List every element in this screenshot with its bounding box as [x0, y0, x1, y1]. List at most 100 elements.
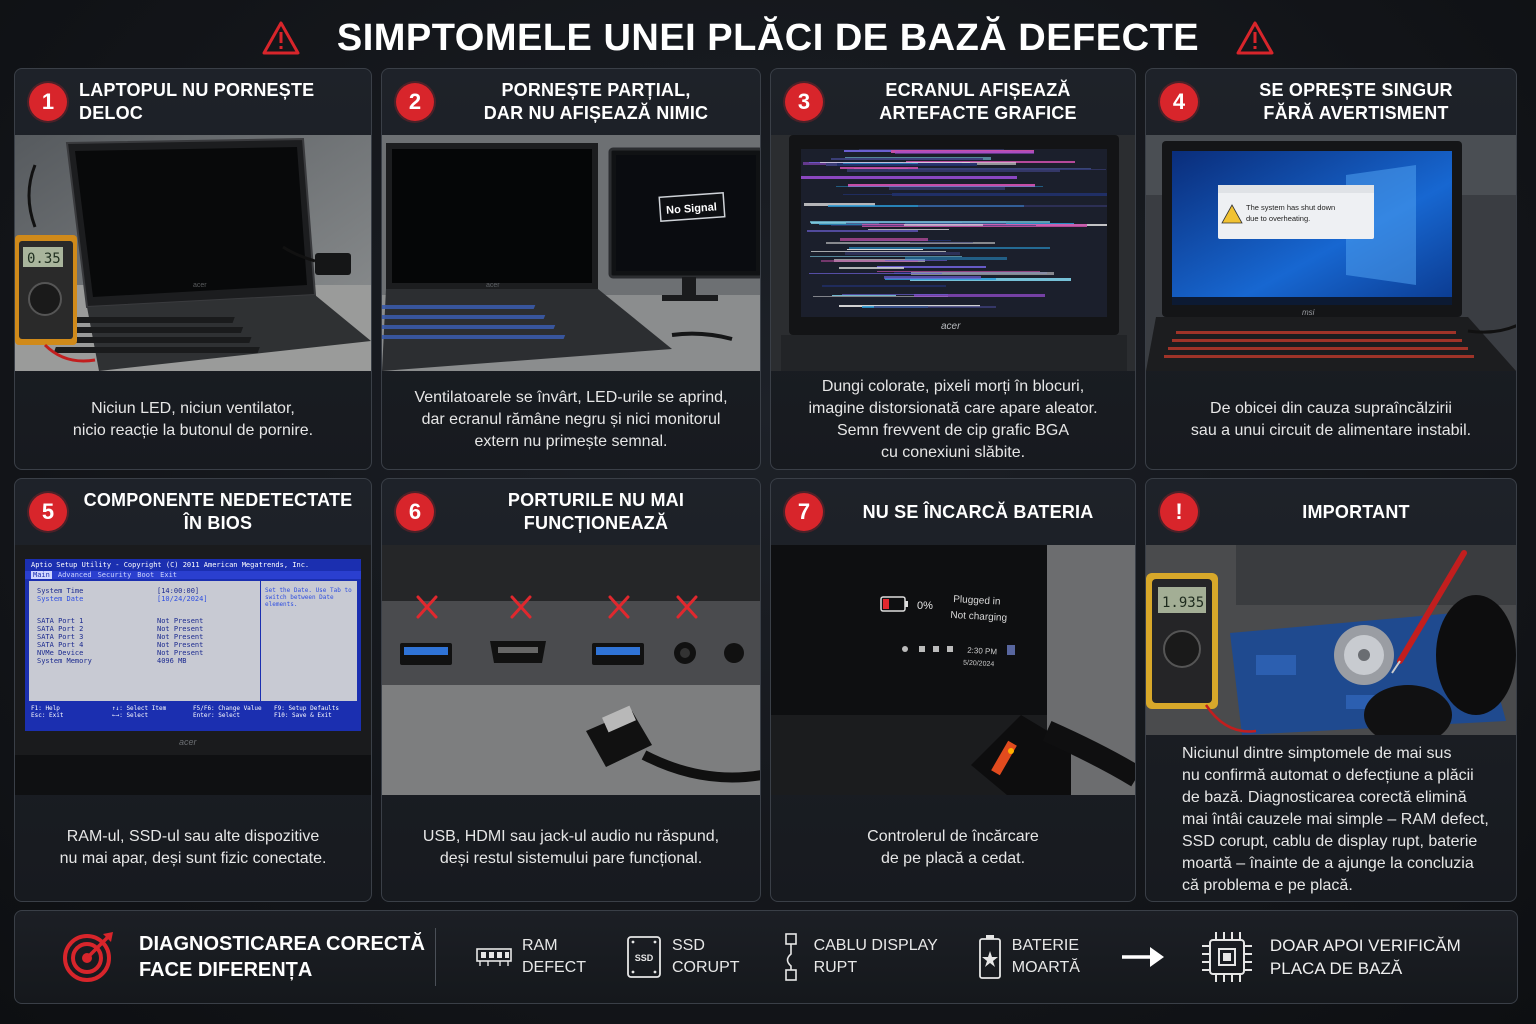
bios-row-label: System Date [37, 595, 84, 603]
bios-main-panel: System Time [14:00:00] System Date [10/24/… [29, 581, 261, 701]
glitch-stripe [813, 296, 948, 297]
artifacts-photo: acer [771, 135, 1135, 371]
tray-icons [902, 646, 953, 652]
bios-help-panel: Set the Date. Use Tab to switch between … [265, 587, 352, 608]
bios-tab[interactable]: Boot [137, 571, 155, 579]
glitch-stripe [832, 295, 896, 296]
bios-key-hint: F10: Save & Exit [274, 712, 332, 719]
final-step-label: DOAR APOI VERIFICĂM PLACA DE BAZĂ [1269, 936, 1461, 978]
card-title: IMPORTANT [1302, 501, 1410, 522]
card-title: LAPTOPUL NU PORNEȘTE DELOC [79, 80, 315, 123]
glitch-stripe [877, 266, 986, 268]
card-header: 7 NU SE ÎNCARCĂ BATERIA [771, 479, 1135, 545]
bottom-headline: DIAGNOSTICAREA CORECTĂ FACE DIFERENȚA [139, 933, 425, 981]
card-description: Niciun LED, niciun ventilator, nicio rea… [72, 400, 314, 439]
card-header: 4 SE OPREȘTE SINGUR FĂRĂ AVERTISMENT [1146, 69, 1516, 135]
bios-footer: F1: Help ↑↓: Select Item F5/F6: Change V… [25, 703, 361, 721]
glitch-stripe [840, 238, 928, 241]
check-cable: CABLU DISPLAY RUPT [780, 932, 938, 982]
glitch-stripe [820, 162, 970, 163]
bios-row-label: SATA Port 2 [37, 625, 84, 633]
cable-icon [784, 933, 797, 981]
card-description: USB, HDMI sau jack-ul audio nu răspund, … [422, 828, 720, 867]
card-title: ECRANUL AFIȘEAZĂ ARTEFACTE GRAFICE [879, 80, 1077, 123]
check-label: SSD CORUPT [672, 937, 740, 976]
battery-status-line-1: Plugged in [953, 594, 1001, 607]
card-header: 2 PORNEȘTE PARȚIAL, DAR NU AFIȘEAZĂ NIMI… [382, 69, 760, 135]
bios-tab[interactable]: Advanced [57, 571, 92, 579]
bios-row-label: System Memory [37, 657, 92, 665]
divider [435, 928, 436, 986]
bios-tab[interactable]: Security [97, 571, 132, 579]
card-title: PORNEȘTE PARȚIAL, DAR NU AFIȘEAZĂ NIMIC [483, 80, 709, 123]
card-header: 6 PORTURILE NU MAI FUNCȚIONEAZĂ [382, 479, 760, 545]
glitch-stripe [843, 163, 918, 164]
card-header: ! IMPORTANT [1146, 479, 1516, 545]
taskbar-date: 5/20/2024 [963, 660, 995, 669]
bios-key-hint: Esc: Exit [31, 712, 64, 719]
glitch-stripe [892, 193, 1107, 196]
card-title: PORTURILE NU MAI FUNCȚIONEAZĂ [507, 490, 685, 533]
bios-row-value[interactable]: [10/24/2024] [157, 595, 208, 603]
card-header: 1 LAPTOPUL NU PORNEȘTE DELOC [15, 69, 371, 135]
glitch-stripe [821, 260, 918, 262]
symptom-card-2: 2 PORNEȘTE PARȚIAL, DAR NU AFIȘEAZĂ NIMI… [381, 68, 761, 470]
symptom-card-3: 3 ECRANUL AFIȘEAZĂ ARTEFACTE GRAFICE ace… [770, 68, 1136, 470]
bios-row-label: SATA Port 3 [37, 633, 84, 641]
ports-photo [382, 545, 760, 795]
glitch-stripe [918, 205, 1107, 207]
laptop-logo: msi [1302, 308, 1315, 317]
no-display-photo: No Signal acer [382, 135, 760, 371]
glitch-stripe [810, 256, 962, 257]
bios-tab[interactable]: Exit [160, 571, 178, 579]
symptom-card-5: 5 COMPONENTE NEDETECTATE ÎN BIOS Aptio S… [14, 478, 372, 902]
glitch-stripe [836, 186, 1043, 187]
dialog-line-1: The system has shut down [1246, 203, 1335, 212]
number-badge: 1 [29, 83, 67, 121]
bios-screen: Aptio Setup Utility - Copyright (C) 2011… [25, 559, 361, 731]
bios-row-value: Not Present [157, 641, 204, 649]
ssd-icon: SSD [627, 936, 661, 978]
bios-row: System Time [14:00:00] [37, 587, 252, 595]
warning-icon [1236, 21, 1274, 55]
glitch-stripe [831, 158, 983, 160]
chip-icon [1201, 932, 1252, 982]
symptom-card-6: 6 PORTURILE NU MAI FUNCȚIONEAZĂ [381, 478, 761, 902]
bios-row-label: SATA Port 4 [37, 641, 84, 649]
bios-tabs: Main Advanced Security Boot Exit [25, 571, 361, 579]
symptoms-grid: 1 LAPTOPUL NU PORNEȘTE DELOC [14, 68, 1518, 902]
glitch-stripe [910, 242, 973, 243]
exclamation-badge: ! [1160, 493, 1198, 531]
battery-status-line-2: Not charging [950, 610, 1007, 624]
battery-icon [978, 935, 1001, 979]
header: SIMPTOMELE UNEI PLĂCI DE BAZĂ DEFECTE [0, 12, 1536, 64]
multimeter-reading: 0.35 [27, 251, 61, 267]
bios-row-label: System Time [37, 587, 84, 595]
final-step: DOAR APOI VERIFICĂM PLACA DE BAZĂ [1200, 930, 1461, 984]
ram-icon [476, 948, 512, 966]
bios-tab[interactable]: Main [31, 571, 52, 579]
symptom-card-4: 4 SE OPREȘTE SINGUR FĂRĂ AVERTISMENT [1145, 68, 1517, 470]
glitch-stripe [845, 252, 960, 255]
warning-icon [262, 21, 300, 55]
glitch-stripe [885, 260, 947, 261]
glitch-stripe [807, 230, 918, 232]
page-title: SIMPTOMELE UNEI PLĂCI DE BAZĂ DEFECTE [336, 16, 1200, 59]
laptop-logo: acer [179, 737, 197, 747]
glitch-stripe [809, 273, 942, 274]
card-description: De obicei din cauza supraîncălzirii sau … [1190, 400, 1472, 439]
card-title: COMPONENTE NEDETECTATE ÎN BIOS [83, 490, 353, 533]
card-description: Controlerul de încărcare de pe placă a c… [867, 828, 1039, 867]
bios-row-value: Not Present [157, 617, 204, 625]
bios-row-value[interactable]: [14:00:00] [157, 587, 200, 595]
glitch-stripe [874, 306, 996, 308]
bios-row: SATA Port 4 Not Present [37, 641, 252, 649]
glitch-stripe [801, 176, 1017, 179]
glitch-stripe [868, 229, 949, 230]
card-description: RAM-ul, SSD-ul sau alte dispozitive nu m… [59, 828, 327, 867]
glitch-stripe [840, 167, 918, 169]
check-battery: BATERIE MOARTĂ [978, 934, 1080, 980]
